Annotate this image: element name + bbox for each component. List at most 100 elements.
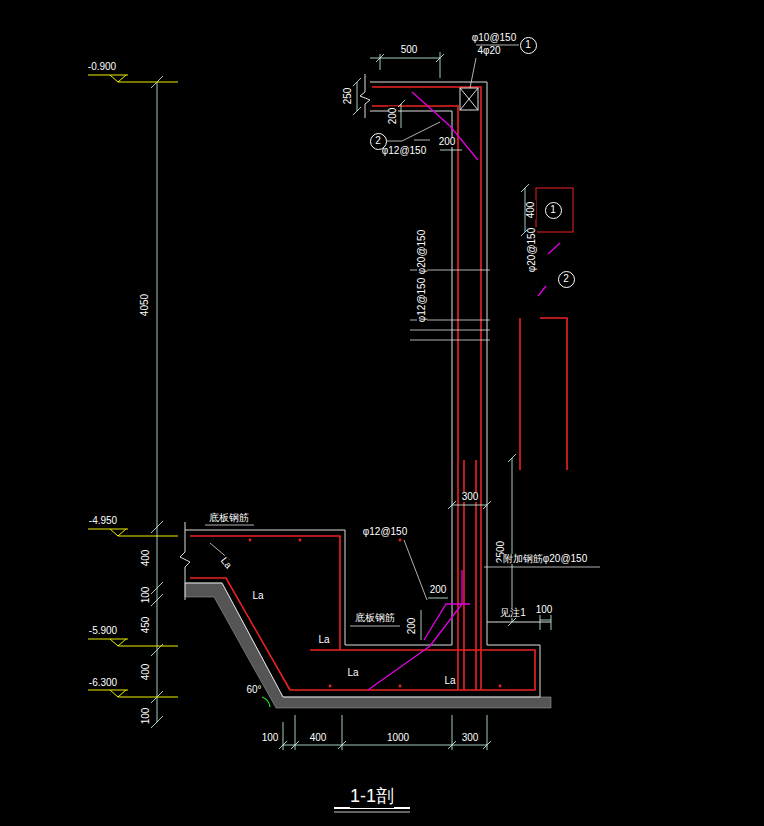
- drawing-label: φ12@150: [417, 277, 427, 323]
- drawing-label: 300: [461, 733, 480, 743]
- drawing-stroke: [440, 150, 462, 151]
- drawing-stroke: [508, 454, 516, 626]
- drawing-label: La: [251, 591, 264, 601]
- drawing-stroke: [368, 570, 462, 690]
- drawing-stroke: [414, 140, 430, 141]
- drawing-stroke: [299, 539, 302, 542]
- drawing-label: 250: [343, 87, 353, 106]
- drawing-stroke: [88, 639, 178, 646]
- callout-circle: 2: [558, 271, 575, 288]
- drawing-label: -4.950: [88, 516, 118, 526]
- drawing-label: -6.300: [88, 678, 118, 688]
- drawing-label: 附加钢筋φ20@150: [502, 554, 588, 564]
- drawing-stroke: [460, 88, 478, 110]
- callout-circle: 1: [545, 202, 562, 219]
- drawing-label: φ20@150: [417, 229, 427, 275]
- drawing-label: -5.900: [88, 626, 118, 636]
- drawing-stroke: [487, 622, 551, 623]
- drawing-label: La: [218, 555, 234, 571]
- drawing-label: 400: [141, 663, 151, 682]
- concrete-outline: [185, 82, 551, 697]
- drawing-stroke: [548, 243, 560, 254]
- drawing-label: 200: [438, 137, 457, 147]
- drawing-label: 100: [535, 605, 554, 615]
- drawing-stroke: [484, 567, 600, 568]
- drawing-label: 见注1: [499, 608, 527, 618]
- drawing-label: 500: [400, 45, 419, 55]
- drawing-stroke: [540, 615, 551, 630]
- drawing-label: La: [346, 668, 359, 678]
- drawing-label: 200: [388, 107, 398, 126]
- drawing-stroke: [205, 525, 254, 526]
- break-symbol: [180, 74, 370, 600]
- drawing-stroke: [460, 88, 478, 110]
- drawing-stroke: [540, 318, 567, 470]
- drawing-label: φ10@150: [471, 33, 517, 43]
- drawing-label: 底板钢筋: [354, 613, 396, 623]
- drawing-stroke: [88, 690, 178, 697]
- drawing-label: La: [317, 635, 330, 645]
- drawing-stroke: [350, 626, 400, 627]
- drawing-label: 4φ20: [476, 46, 501, 56]
- elevation-mark: [88, 75, 178, 697]
- drawing-label: 100: [141, 586, 151, 605]
- drawing-stroke: [190, 536, 340, 650]
- drawing-stroke: [185, 111, 452, 645]
- drawing-stroke: [360, 74, 370, 118]
- drawing-label: 400: [141, 549, 151, 568]
- drawing-stroke: [424, 604, 470, 640]
- drawing-stroke: [536, 188, 573, 232]
- callout-number: 2: [563, 274, 569, 284]
- drawing-stroke: [157, 82, 158, 722]
- drawing-stroke: [499, 685, 502, 688]
- callout-circle: 1: [520, 37, 537, 54]
- drawing-stroke: [397, 100, 405, 128]
- drawing-stroke: [329, 685, 332, 688]
- drawing-stroke: [404, 540, 427, 600]
- drawing-label: La: [443, 676, 456, 686]
- drawing-label: 1000: [386, 733, 410, 743]
- drawing-label: -0.900: [87, 62, 117, 72]
- drawing-label: 100: [141, 707, 151, 726]
- drawing-stroke: [421, 610, 422, 640]
- drawing-label: 400: [526, 201, 536, 220]
- drawing-stroke: [180, 522, 190, 600]
- drawing-label: 底板钢筋: [208, 513, 250, 523]
- drawing-label: 100: [261, 733, 280, 743]
- drawing-stroke: [185, 82, 540, 697]
- drawing-stroke: [290, 650, 535, 690]
- drawing-stroke: [399, 685, 402, 688]
- drawing-stroke: [283, 715, 487, 750]
- rebar-dots: [249, 539, 502, 688]
- haunch-bar: [368, 92, 560, 690]
- drawing-label: 200: [429, 585, 448, 595]
- drawing-label: 200: [407, 617, 417, 636]
- rebar: [190, 87, 567, 690]
- drawing-stroke: [88, 529, 178, 536]
- drawing-label: φ20@150: [527, 227, 537, 273]
- drawing-label: φ12@150: [362, 527, 408, 537]
- drawing-stroke: [353, 78, 361, 115]
- drawing-label: 450: [141, 616, 151, 635]
- drawing-label: 300: [461, 492, 480, 502]
- drawing-stroke: [428, 598, 448, 599]
- callout-number: 1: [550, 205, 556, 215]
- drawing-stroke: [399, 539, 402, 542]
- drawing-stroke: [249, 539, 252, 542]
- drawing-label: φ12@150: [381, 146, 427, 156]
- drawing-label: 400: [309, 733, 328, 743]
- angle-arc: [262, 697, 270, 707]
- detail: [460, 88, 573, 232]
- section-caption: 1-1剖: [350, 784, 394, 808]
- caption-underline: [334, 808, 410, 812]
- drawing-stroke: [334, 812, 410, 813]
- drawing-label: 4050: [140, 293, 150, 317]
- drawing-stroke: [372, 106, 458, 690]
- drawing-stroke: [190, 578, 290, 690]
- dimension-line: [151, 52, 551, 750]
- drawing-stroke: [88, 75, 178, 82]
- drawing-stroke: [370, 52, 444, 78]
- drawing-stroke: [538, 286, 546, 296]
